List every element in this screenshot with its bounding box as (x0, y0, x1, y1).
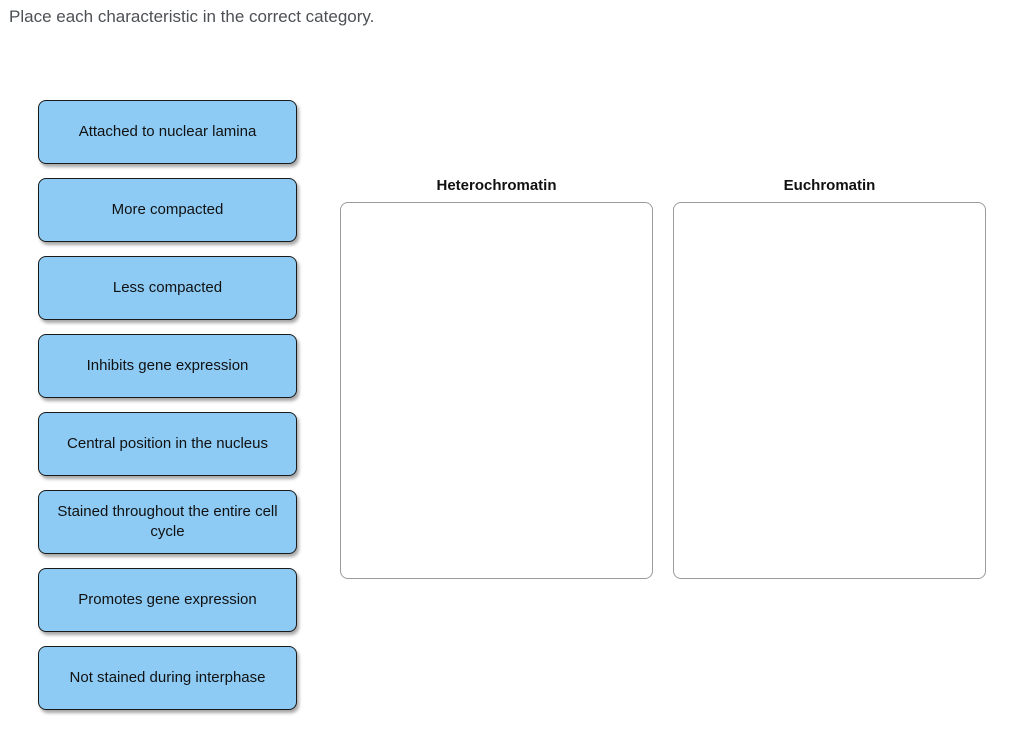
chip-more-compacted[interactable]: More compacted (38, 178, 297, 242)
chip-not-stained-during-interphase[interactable]: Not stained during interphase (38, 646, 297, 710)
chip-attached-to-nuclear-lamina[interactable]: Attached to nuclear lamina (38, 100, 297, 164)
category-label-euchromatin: Euchromatin (783, 177, 876, 194)
chip-less-compacted[interactable]: Less compacted (38, 256, 297, 320)
category-columns: Heterochromatin Euchromatin (340, 177, 986, 579)
chip-inhibits-gene-expression[interactable]: Inhibits gene expression (38, 334, 297, 398)
activity-instructions: Place each characteristic in the correct… (9, 7, 375, 26)
chip-promotes-gene-expression[interactable]: Promotes gene expression (38, 568, 297, 632)
chip-stained-throughout-the-entire-cell-cycle[interactable]: Stained throughout the entire cell cycle (38, 490, 297, 554)
category-label-heterochromatin: Heterochromatin (436, 177, 557, 194)
chip-central-position-in-the-nucleus[interactable]: Central position in the nucleus (38, 412, 297, 476)
dropzone-heterochromatin[interactable] (340, 202, 653, 579)
category-heterochromatin: Heterochromatin (340, 177, 653, 579)
category-euchromatin: Euchromatin (673, 177, 986, 579)
chip-bank: Attached to nuclear lamina More compacte… (38, 100, 297, 724)
dropzone-euchromatin[interactable] (673, 202, 986, 579)
